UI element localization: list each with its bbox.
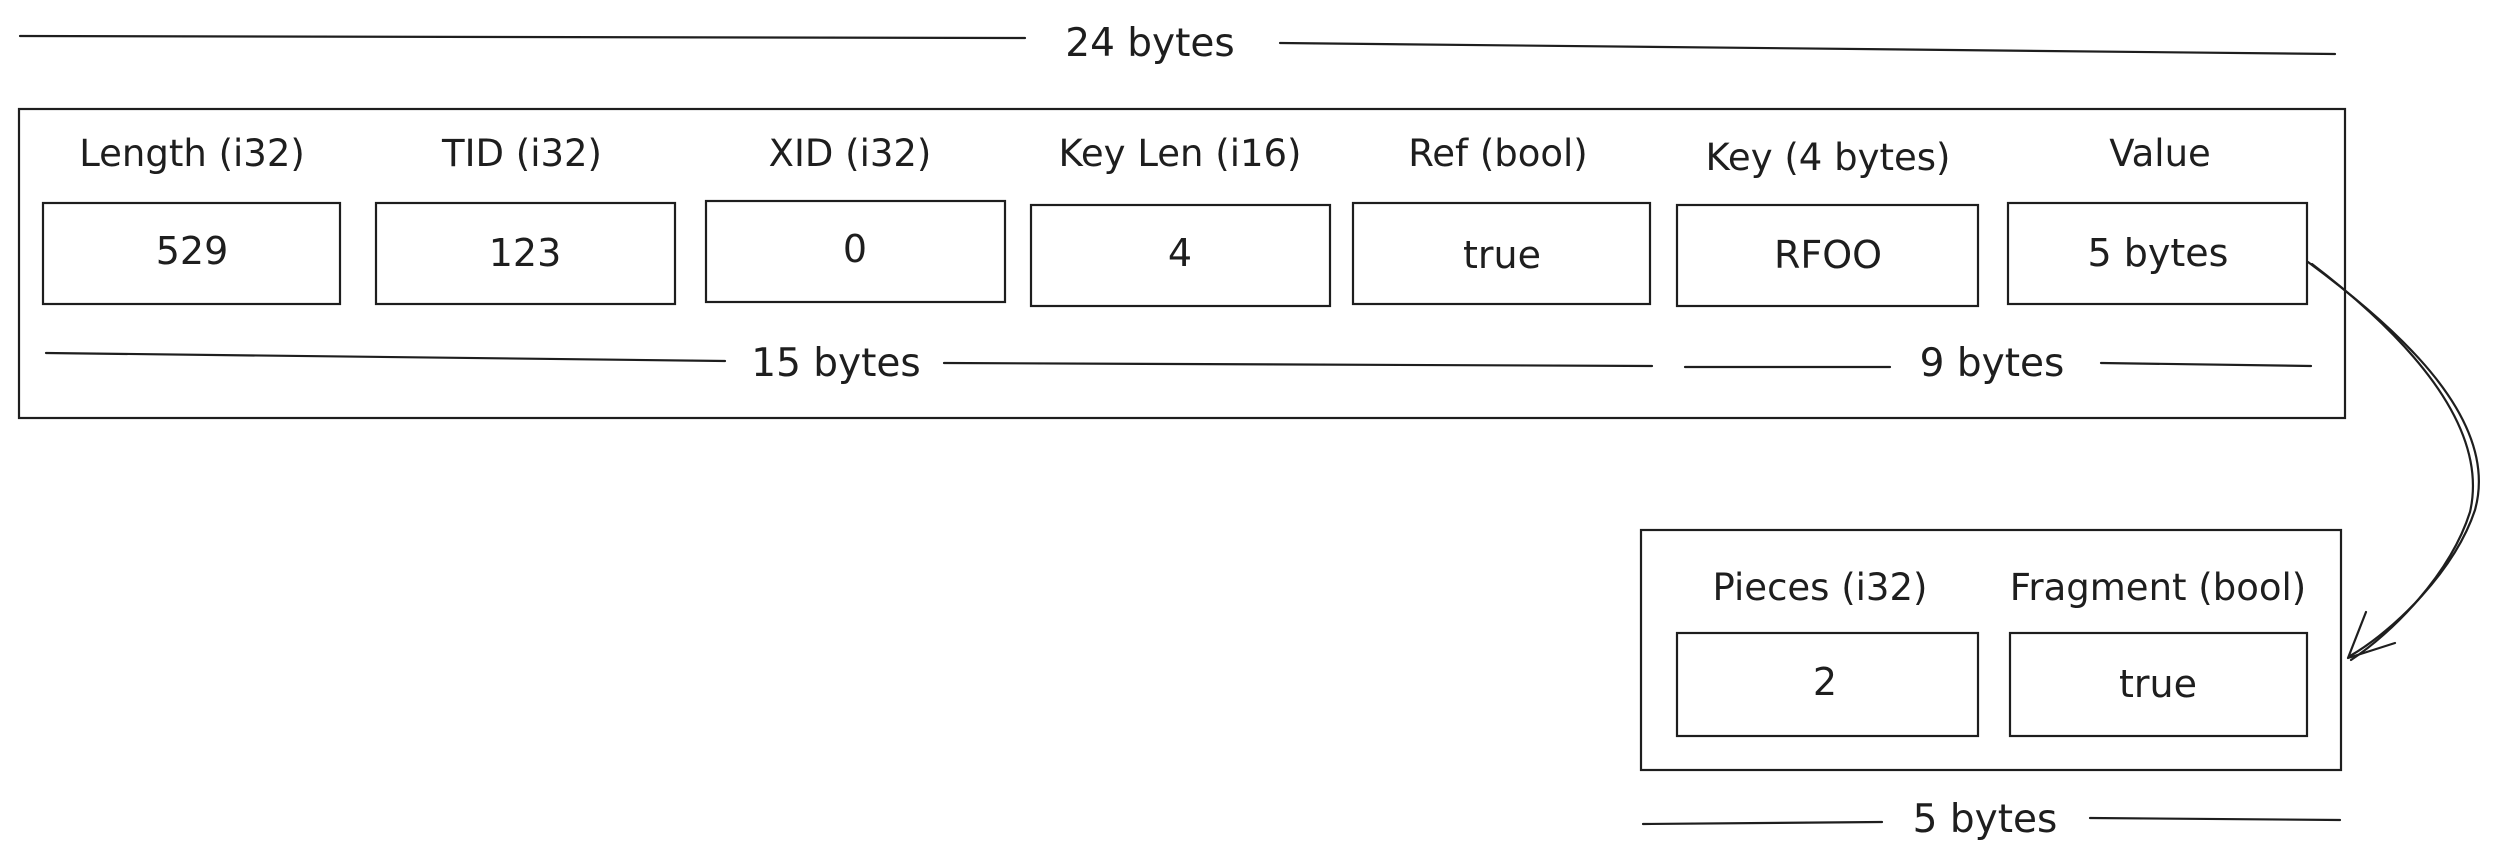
field-label-key: Key (4 bytes) bbox=[1706, 136, 1951, 179]
field-label-tid: TID (i32) bbox=[441, 132, 602, 175]
field-box-tid bbox=[374, 201, 677, 306]
measure-5-line-right bbox=[2088, 816, 2342, 822]
field-label-value: Value bbox=[2109, 132, 2211, 175]
value-field-labels: Pieces (i32) Fragment (bool) bbox=[1713, 566, 2307, 609]
measure-9-label: 9 bytes bbox=[1920, 341, 2065, 386]
field-box-length bbox=[41, 201, 342, 306]
field-label-ref: Ref (bool) bbox=[1408, 132, 1588, 175]
value-field-values: 2 true bbox=[1813, 660, 2197, 706]
field-value-ref: true bbox=[1463, 233, 1541, 277]
value-value-pieces: 2 bbox=[1813, 660, 1837, 704]
connector-curve-sketch bbox=[2310, 262, 2475, 662]
field-value-key-len: 4 bbox=[1168, 231, 1192, 275]
value-measure: 5 bytes bbox=[1641, 797, 2342, 842]
value-value-fragment: true bbox=[2119, 662, 2197, 706]
header-field-labels: Length (i32) TID (i32) XID (i32) Key Len… bbox=[79, 132, 2211, 179]
measure-15-line-right bbox=[942, 361, 1654, 368]
top-measure-label: 24 bytes bbox=[1065, 21, 1234, 66]
value-label-pieces: Pieces (i32) bbox=[1713, 566, 1928, 609]
measure-line-left bbox=[18, 34, 1027, 40]
field-label-xid: XID (i32) bbox=[769, 132, 932, 175]
field-value-tid: 123 bbox=[489, 231, 562, 275]
field-label-key-len: Key Len (i16) bbox=[1058, 132, 1301, 175]
field-box-xid bbox=[704, 199, 1007, 304]
connector-curve bbox=[2306, 260, 2480, 658]
field-box-key-len bbox=[1029, 203, 1332, 308]
measure-9-line-right bbox=[2099, 361, 2313, 368]
field-box-value bbox=[2006, 201, 2309, 306]
top-measure: 24 bytes bbox=[18, 21, 2337, 66]
header-field-boxes bbox=[41, 199, 2309, 308]
field-value-length: 529 bbox=[156, 229, 229, 273]
field-box-ref bbox=[1351, 201, 1652, 306]
header-measures: 15 bytes 9 bytes bbox=[44, 341, 2313, 386]
measure-15-label: 15 bytes bbox=[751, 341, 920, 386]
measure-15-line-left bbox=[44, 351, 727, 363]
value-container bbox=[1639, 528, 2343, 772]
value-connector-arrow bbox=[2306, 260, 2480, 662]
header-field-values: 529 123 0 4 true RFOO 5 bytes bbox=[156, 227, 2229, 277]
field-box-key bbox=[1675, 203, 1980, 308]
measure-5-label: 5 bytes bbox=[1913, 797, 2058, 842]
field-label-length: Length (i32) bbox=[79, 132, 305, 175]
measure-line-right bbox=[1278, 41, 2337, 56]
value-box-pieces bbox=[1675, 631, 1980, 738]
header-container bbox=[17, 107, 2347, 420]
measure-5-line-left bbox=[1641, 820, 1884, 826]
value-box-fragment bbox=[2008, 631, 2309, 738]
field-value-key: RFOO bbox=[1774, 233, 1882, 277]
arrowhead-icon bbox=[2346, 610, 2397, 660]
field-value-xid: 0 bbox=[843, 227, 867, 271]
value-label-fragment: Fragment (bool) bbox=[2010, 566, 2306, 609]
value-field-boxes bbox=[1675, 631, 2309, 738]
field-value-value: 5 bytes bbox=[2088, 231, 2229, 275]
